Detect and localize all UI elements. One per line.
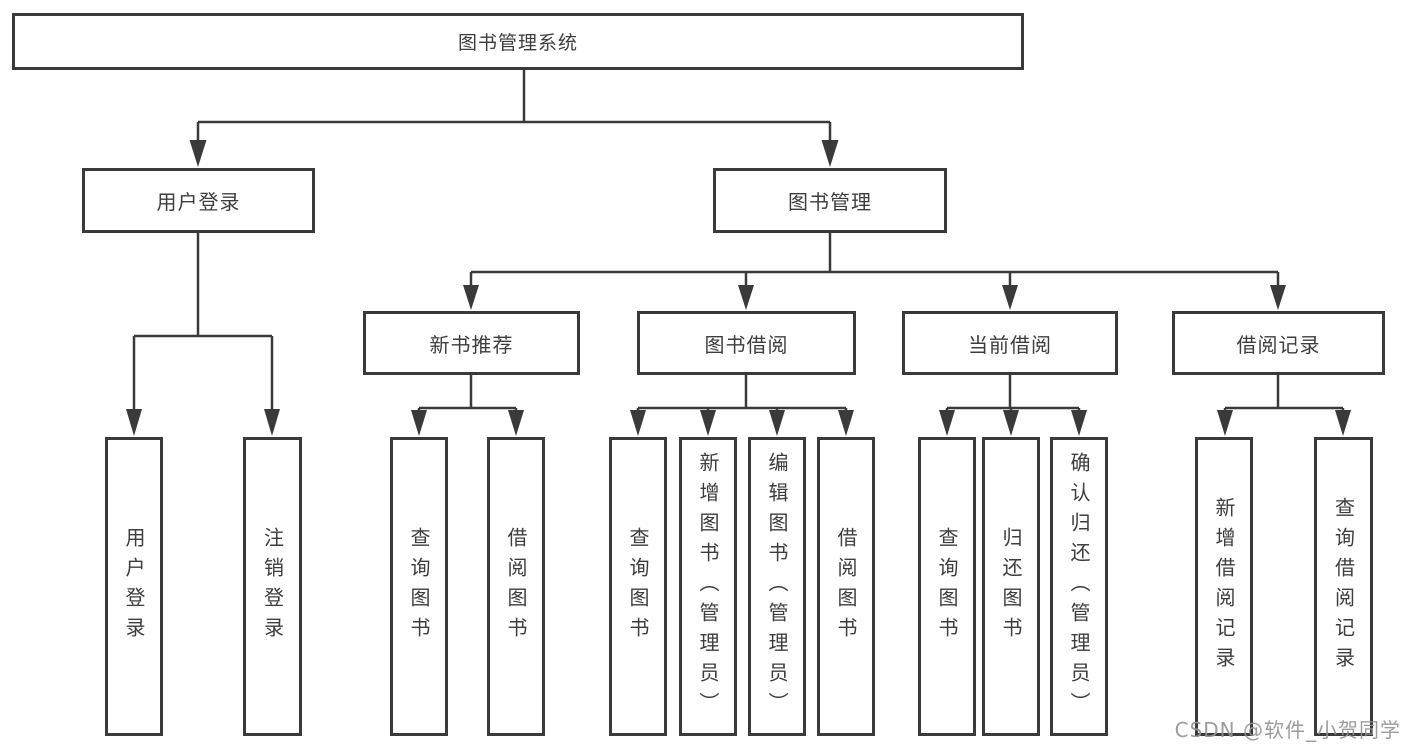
connector-new-book-recommend-to-children: [417, 374, 518, 414]
arrowheads-user-login-to-children: [126, 409, 280, 436]
leaf-confirm-return-admin: 确认归还（管理员）: [1050, 437, 1108, 736]
leaf-query-books-current: 查询图书: [918, 437, 976, 736]
arrowheads-book-borrowing-to-children: [630, 410, 854, 436]
node-new-book-recommend: 新书推荐: [363, 311, 580, 375]
leaf-add-borrow-record: 新增借阅记录: [1195, 437, 1253, 736]
arrowheads-new-book-recommend-to-children: [411, 410, 524, 436]
node-current-borrowing: 当前借阅: [902, 311, 1118, 375]
node-book-management: 图书管理: [713, 168, 947, 233]
connector-borrowing-records-to-children: [1223, 374, 1345, 414]
connector-book-management-to-children: [469, 232, 1280, 288]
connector-current-borrowing-to-children: [945, 374, 1081, 414]
arrowheads-root-to-children: [189, 140, 839, 167]
node-user-login: 用户登录: [82, 168, 315, 233]
node-book-borrowing: 图书借阅: [637, 311, 856, 375]
connector-book-borrowing-to-children: [636, 374, 848, 414]
node-system-root: 图书管理系统: [12, 13, 1024, 70]
arrowheads-current-borrowing-to-children: [939, 410, 1087, 436]
leaf-query-borrow-record: 查询借阅记录: [1314, 437, 1373, 736]
watermark: CSDN @软件_小贺同学: [1174, 718, 1401, 742]
leaf-user-login: 用户登录: [105, 437, 163, 736]
leaf-borrow-books: 借阅图书: [817, 437, 875, 736]
connector-user-login-to-children: [132, 232, 274, 412]
leaf-logout-login: 注销登录: [243, 437, 302, 736]
leaf-edit-books-admin: 编辑图书（管理员）: [748, 437, 806, 736]
connector-root-to-children: [196, 69, 832, 144]
leaf-query-books-borrowing: 查询图书: [609, 437, 667, 736]
arrowheads-book-management-to-children: [463, 285, 1286, 310]
leaf-borrow-books-recommend: 借阅图书: [487, 437, 545, 736]
leaf-query-books-recommend: 查询图书: [390, 437, 448, 736]
leaf-add-books-admin: 新增图书（管理员）: [679, 437, 737, 736]
node-borrowing-records: 借阅记录: [1172, 311, 1385, 375]
leaf-return-books: 归还图书: [982, 437, 1040, 736]
arrowheads-borrowing-records-to-children: [1217, 410, 1351, 436]
